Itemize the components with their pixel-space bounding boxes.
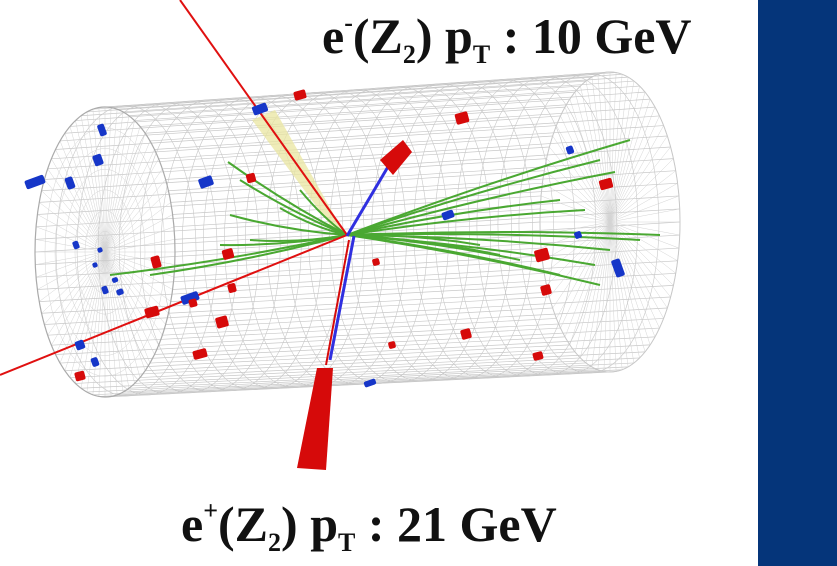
positron-pt-label: e+(Z2) pT : 21 GeV bbox=[181, 498, 557, 556]
red-track-lower bbox=[0, 234, 348, 376]
particle-symbol: e bbox=[322, 8, 345, 64]
boson-index: 2 bbox=[268, 528, 282, 557]
boson-index: 2 bbox=[402, 40, 416, 69]
colon: : bbox=[490, 8, 532, 64]
boson: (Z bbox=[352, 8, 403, 64]
positron-tower-lower bbox=[297, 235, 356, 470]
boson-close: ) bbox=[415, 8, 433, 64]
red-track-upper bbox=[179, 0, 348, 236]
pt-value: 21 GeV bbox=[397, 496, 557, 552]
pt-symbol: p bbox=[445, 8, 473, 64]
green-tracks bbox=[109, 139, 661, 286]
calorimeter-deposits bbox=[24, 89, 625, 388]
pt-subscript: T bbox=[338, 528, 356, 557]
colon: : bbox=[355, 496, 397, 552]
boson-close: ) bbox=[281, 496, 298, 552]
pt-subscript: T bbox=[472, 40, 491, 69]
electron-pt-label: e-(Z2) pT : 10 GeV bbox=[322, 10, 692, 68]
side-bar bbox=[758, 0, 837, 566]
charge: - bbox=[344, 8, 353, 37]
pt-symbol: p bbox=[310, 496, 338, 552]
boson: (Z bbox=[218, 496, 269, 552]
charge: + bbox=[203, 496, 219, 525]
pt-value: 10 GeV bbox=[531, 8, 692, 64]
electron-tower-upper bbox=[345, 140, 412, 237]
particle-symbol: e bbox=[181, 496, 204, 552]
electron-cone bbox=[252, 110, 346, 238]
